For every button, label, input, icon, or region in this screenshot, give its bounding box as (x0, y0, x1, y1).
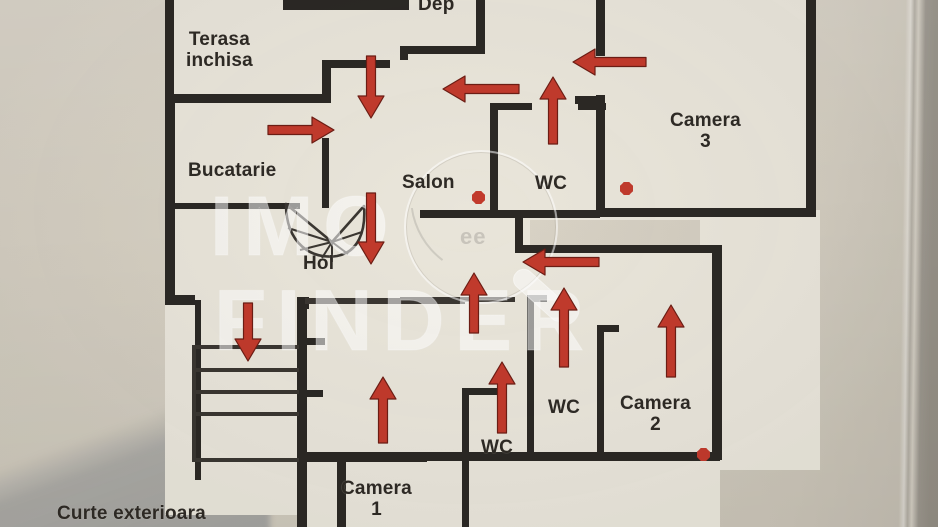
wall-hall-divider-2 (400, 297, 515, 302)
wall-spine-stub-2 (305, 390, 323, 397)
wall-outer-left-mid (165, 94, 175, 304)
wall-salon-right (486, 210, 494, 218)
wall-right-block-right (712, 245, 722, 460)
stair-step-3 (192, 390, 299, 394)
wall-wctop-top-left (490, 103, 532, 110)
room-label-wc-low: WC (481, 437, 514, 458)
wall-dep-box-bottom (400, 46, 485, 54)
wall-dep-bottom-hatch (283, 0, 403, 10)
arrow-camera3-left (572, 48, 647, 76)
arrow-terasa-down (357, 55, 385, 119)
room-label-wc-top: WC (535, 173, 568, 194)
spiral-staircase-icon (284, 202, 366, 262)
wall-kitchen-right (322, 138, 329, 208)
wall-camera2-left (597, 325, 604, 455)
arrow-curte-down (234, 302, 262, 362)
wall-wctop-bottom (420, 210, 600, 218)
socket-salon (472, 191, 485, 204)
wall-camera2-door-stub (597, 325, 619, 332)
wall-camera3-left (596, 95, 605, 215)
wall-bottom-ext (297, 452, 427, 462)
room-label-line2: inchisa (186, 50, 253, 72)
arrow-bucatarie-right (267, 116, 335, 144)
socket-camera2 (697, 448, 710, 461)
fill-depozit (390, 0, 520, 85)
room-label-line1: Camera (620, 393, 691, 414)
paper-fold-edge (898, 0, 938, 527)
wall-kitchen-bottom (175, 203, 300, 209)
arrow-camera1-up (369, 376, 397, 444)
room-label-line2: 1 (371, 499, 382, 521)
wall-outer-left-foot (165, 295, 195, 305)
wall-terasa-step-horiz (322, 60, 390, 68)
wall-wcmid-left (527, 295, 534, 455)
wall-wctop-top-right (578, 103, 606, 110)
wall-right-block-bottom (420, 452, 720, 461)
room-label-line2: 3 (700, 131, 711, 153)
wall-dep-stub-left (400, 46, 408, 60)
stair-step-5 (192, 458, 299, 462)
wall-camera3-door-stub (575, 96, 605, 104)
arrow-wclow-up (488, 361, 516, 434)
wall-mid-vert-drop (515, 210, 523, 252)
wall-camera3-bottom (596, 208, 816, 217)
room-label-wc-mid: WC (548, 397, 581, 418)
arrow-hol-left (522, 248, 600, 276)
wall-wclow-top (462, 388, 504, 395)
stair-outline-left (192, 345, 196, 460)
wall-wclow-left (462, 388, 469, 527)
room-label-line1: Camera (341, 478, 412, 499)
room-label-hol: Hol (303, 253, 335, 274)
wall-terasa-bottom (165, 94, 330, 103)
arrow-wc-top-up (539, 76, 567, 145)
fill-bottom-strip (300, 455, 720, 527)
room-label-bucatarie: Bucatarie (188, 160, 277, 181)
wall-terasa-step-vert (322, 60, 331, 103)
room-label-line2: 2 (650, 414, 661, 436)
wall-spine-stub-1 (305, 338, 325, 345)
arrow-hol-down (357, 192, 385, 265)
room-label-curte: Curte exterioara (57, 503, 206, 524)
room-label-line1: Terasa (188, 29, 250, 50)
wall-central-spine (297, 297, 307, 527)
arrow-wcmid-up (550, 287, 578, 368)
arrow-salon-left (442, 75, 520, 103)
wall-hall-divider (305, 298, 465, 304)
stair-step-4 (192, 412, 299, 416)
wall-bottom-ext-left (337, 452, 346, 527)
room-label-salon: Salon (402, 172, 455, 193)
wall-wcmid-stub (527, 295, 547, 302)
wall-dep-right (400, 0, 409, 10)
wall-outer-left-top (165, 0, 174, 98)
stair-step-2 (192, 368, 299, 372)
socket-camera3 (620, 182, 633, 195)
wall-camera3-right (806, 0, 816, 216)
arrow-camera2-up (657, 304, 685, 378)
room-label-line1: Camera (670, 110, 741, 131)
wall-camera3-outer-top (596, 0, 605, 56)
arrow-mid-up (460, 272, 488, 334)
room-label-dep: Dep (418, 0, 455, 15)
wall-mid-horiz (515, 245, 720, 253)
wall-wctop-left (490, 103, 498, 216)
wall-dep-box-right (476, 0, 485, 53)
